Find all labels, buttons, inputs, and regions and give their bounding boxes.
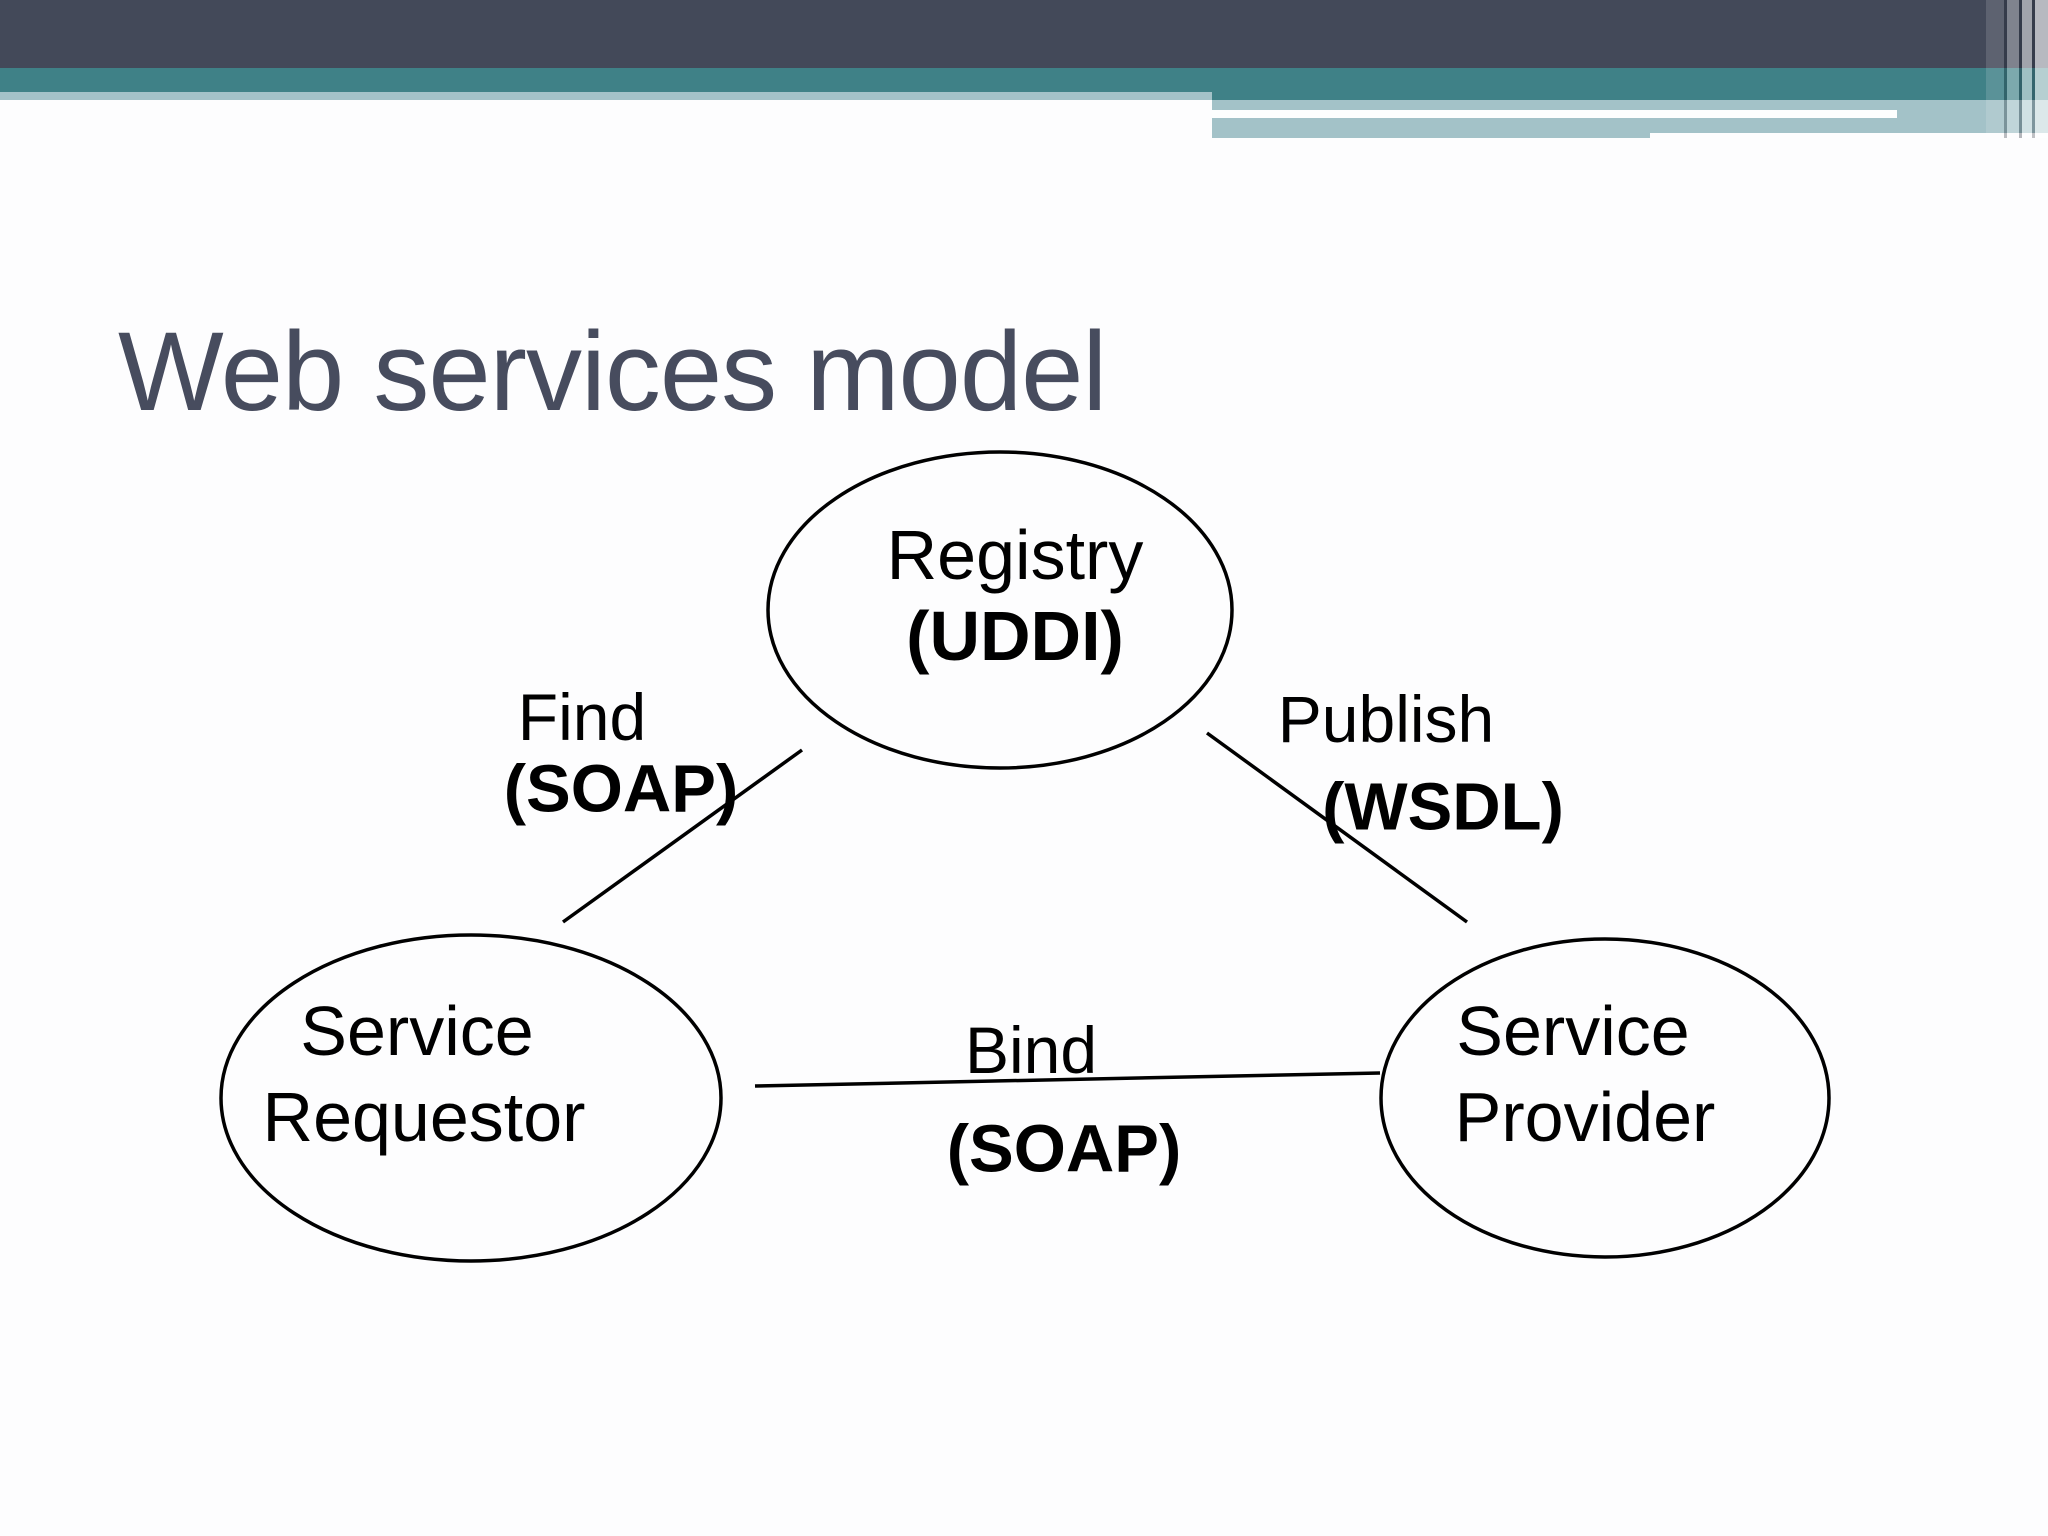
header-edge-stripe (2035, 0, 2048, 138)
bind-edge-protocol: (SOAP) (946, 1111, 1182, 1187)
header-edge-stripe (1986, 0, 2004, 138)
service-requestor-node-sublabel: Requestor (262, 1078, 586, 1156)
header-bar-dark (0, 0, 2048, 68)
header-bar-light (0, 92, 1212, 100)
publish-edge-label: Publish (1277, 682, 1495, 756)
find-edge-line (561, 748, 804, 924)
header-edge-stripe (2032, 0, 2035, 138)
header-edge-stripe (2022, 0, 2032, 138)
header-bar-teal (0, 68, 2048, 92)
service-requestor-node-label: Service (300, 992, 534, 1070)
header-corner-teal (1212, 92, 2048, 100)
service-provider-node-ellipse (1379, 937, 1831, 1259)
registry-node-sublabel: (UDDI) (906, 597, 1124, 675)
service-requestor-node-ellipse (219, 933, 723, 1263)
header-edge-stripe (2004, 0, 2007, 138)
header-corner-white-stripe (1212, 110, 1897, 118)
page-title: Web services model (118, 309, 1107, 434)
header-edge-stripe (2007, 0, 2019, 138)
header-corner-notch (1212, 133, 1650, 138)
publish-edge-protocol: (WSDL) (1322, 769, 1564, 845)
registry-node-label: Registry (886, 516, 1144, 594)
registry-node-ellipse (766, 450, 1234, 770)
bind-edge-label: Bind (964, 1013, 1098, 1087)
find-edge-protocol: (SOAP) (503, 751, 739, 827)
service-provider-node-label: Service (1456, 992, 1690, 1070)
find-edge-label: Find (517, 680, 647, 754)
bind-edge-line (754, 1071, 1381, 1088)
header-edge-stripe (2019, 0, 2022, 138)
service-provider-node-sublabel: Provider (1454, 1078, 1716, 1156)
publish-edge-line (1205, 731, 1469, 924)
